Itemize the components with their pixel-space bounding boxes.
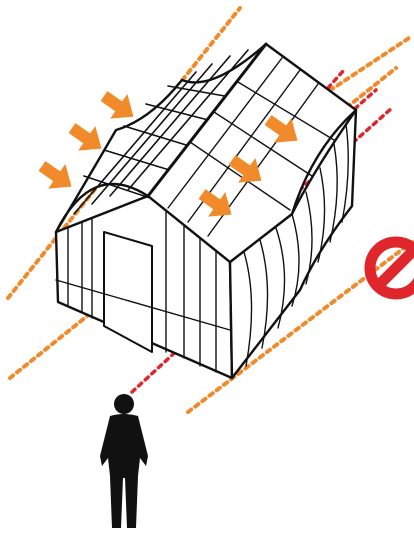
person-silhouette-icon	[100, 394, 148, 528]
front-door	[104, 232, 152, 352]
wind-arrow-icon	[33, 154, 80, 199]
greenhouse	[56, 44, 356, 378]
